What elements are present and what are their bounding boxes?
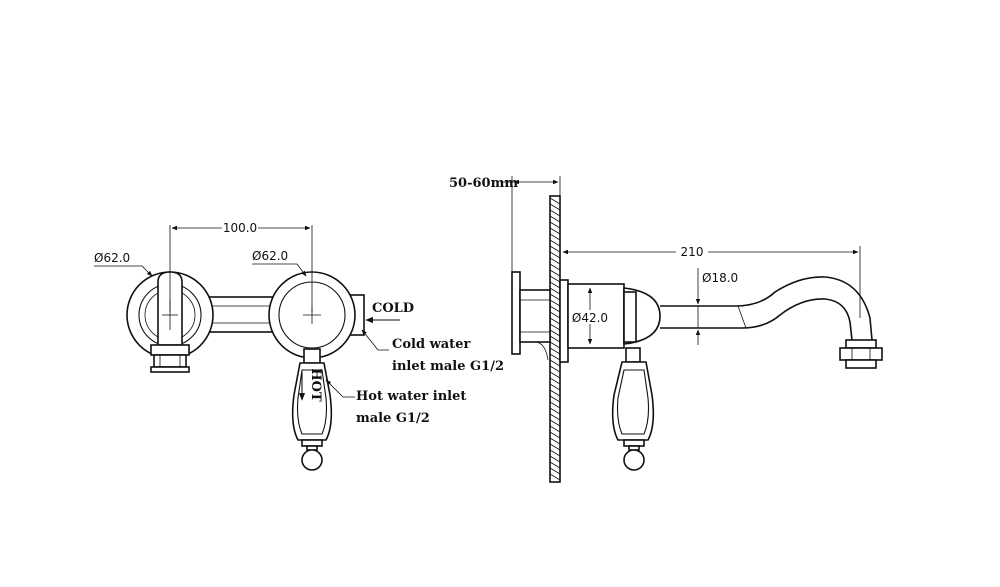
side-view: 50-60mm 210 Ø18.0 Ø42.0 — [449, 176, 883, 483]
dim-wall-depth: 50-60mm — [449, 176, 561, 272]
dim-body-diameter: Ø42.0 — [572, 287, 608, 345]
dim-left-diameter: Ø62.0 — [94, 251, 153, 277]
concealed-body — [511, 271, 551, 361]
lever-handle — [291, 348, 333, 471]
svg-text:male G1/2: male G1/2 — [356, 411, 430, 426]
svg-text:Ø62.0: Ø62.0 — [94, 251, 130, 265]
svg-text:50-60mm: 50-60mm — [449, 176, 518, 191]
svg-text:Cold water: Cold water — [392, 337, 470, 352]
side-lever — [611, 347, 655, 471]
svg-text:inlet male G1/2: inlet male G1/2 — [392, 359, 504, 374]
svg-text:Ø18.0: Ø18.0 — [702, 271, 738, 285]
connecting-bar — [204, 296, 281, 333]
wall-section — [549, 195, 561, 483]
svg-text:100.0: 100.0 — [223, 221, 257, 235]
cold-inlet-indicator: COLD — [365, 301, 414, 324]
mixer-body-side — [559, 279, 661, 363]
svg-text:210: 210 — [681, 245, 704, 259]
svg-text:Ø62.0: Ø62.0 — [252, 249, 288, 263]
svg-text:Hot water inlet: Hot water inlet — [356, 389, 466, 404]
svg-text:COLD: COLD — [372, 301, 414, 316]
dim-spout-diameter: Ø18.0 — [695, 268, 738, 345]
svg-text:Ø42.0: Ø42.0 — [572, 311, 608, 325]
hot-label: HOT — [308, 368, 323, 402]
cold-water-note: Cold water inlet male G1/2 — [361, 329, 504, 374]
dim-spout-reach: 210 — [562, 244, 861, 318]
spout — [660, 276, 883, 369]
dim-right-diameter: Ø62.0 — [252, 249, 307, 277]
hot-water-note: Hot water inlet male G1/2 — [325, 379, 466, 426]
dim-spacing: 100.0 — [169, 220, 313, 312]
right-flange — [268, 271, 365, 359]
front-view: HOT 100.0 Ø62.0 Ø62.0 COLD Cold wa — [94, 220, 504, 471]
left-flange — [126, 271, 214, 373]
